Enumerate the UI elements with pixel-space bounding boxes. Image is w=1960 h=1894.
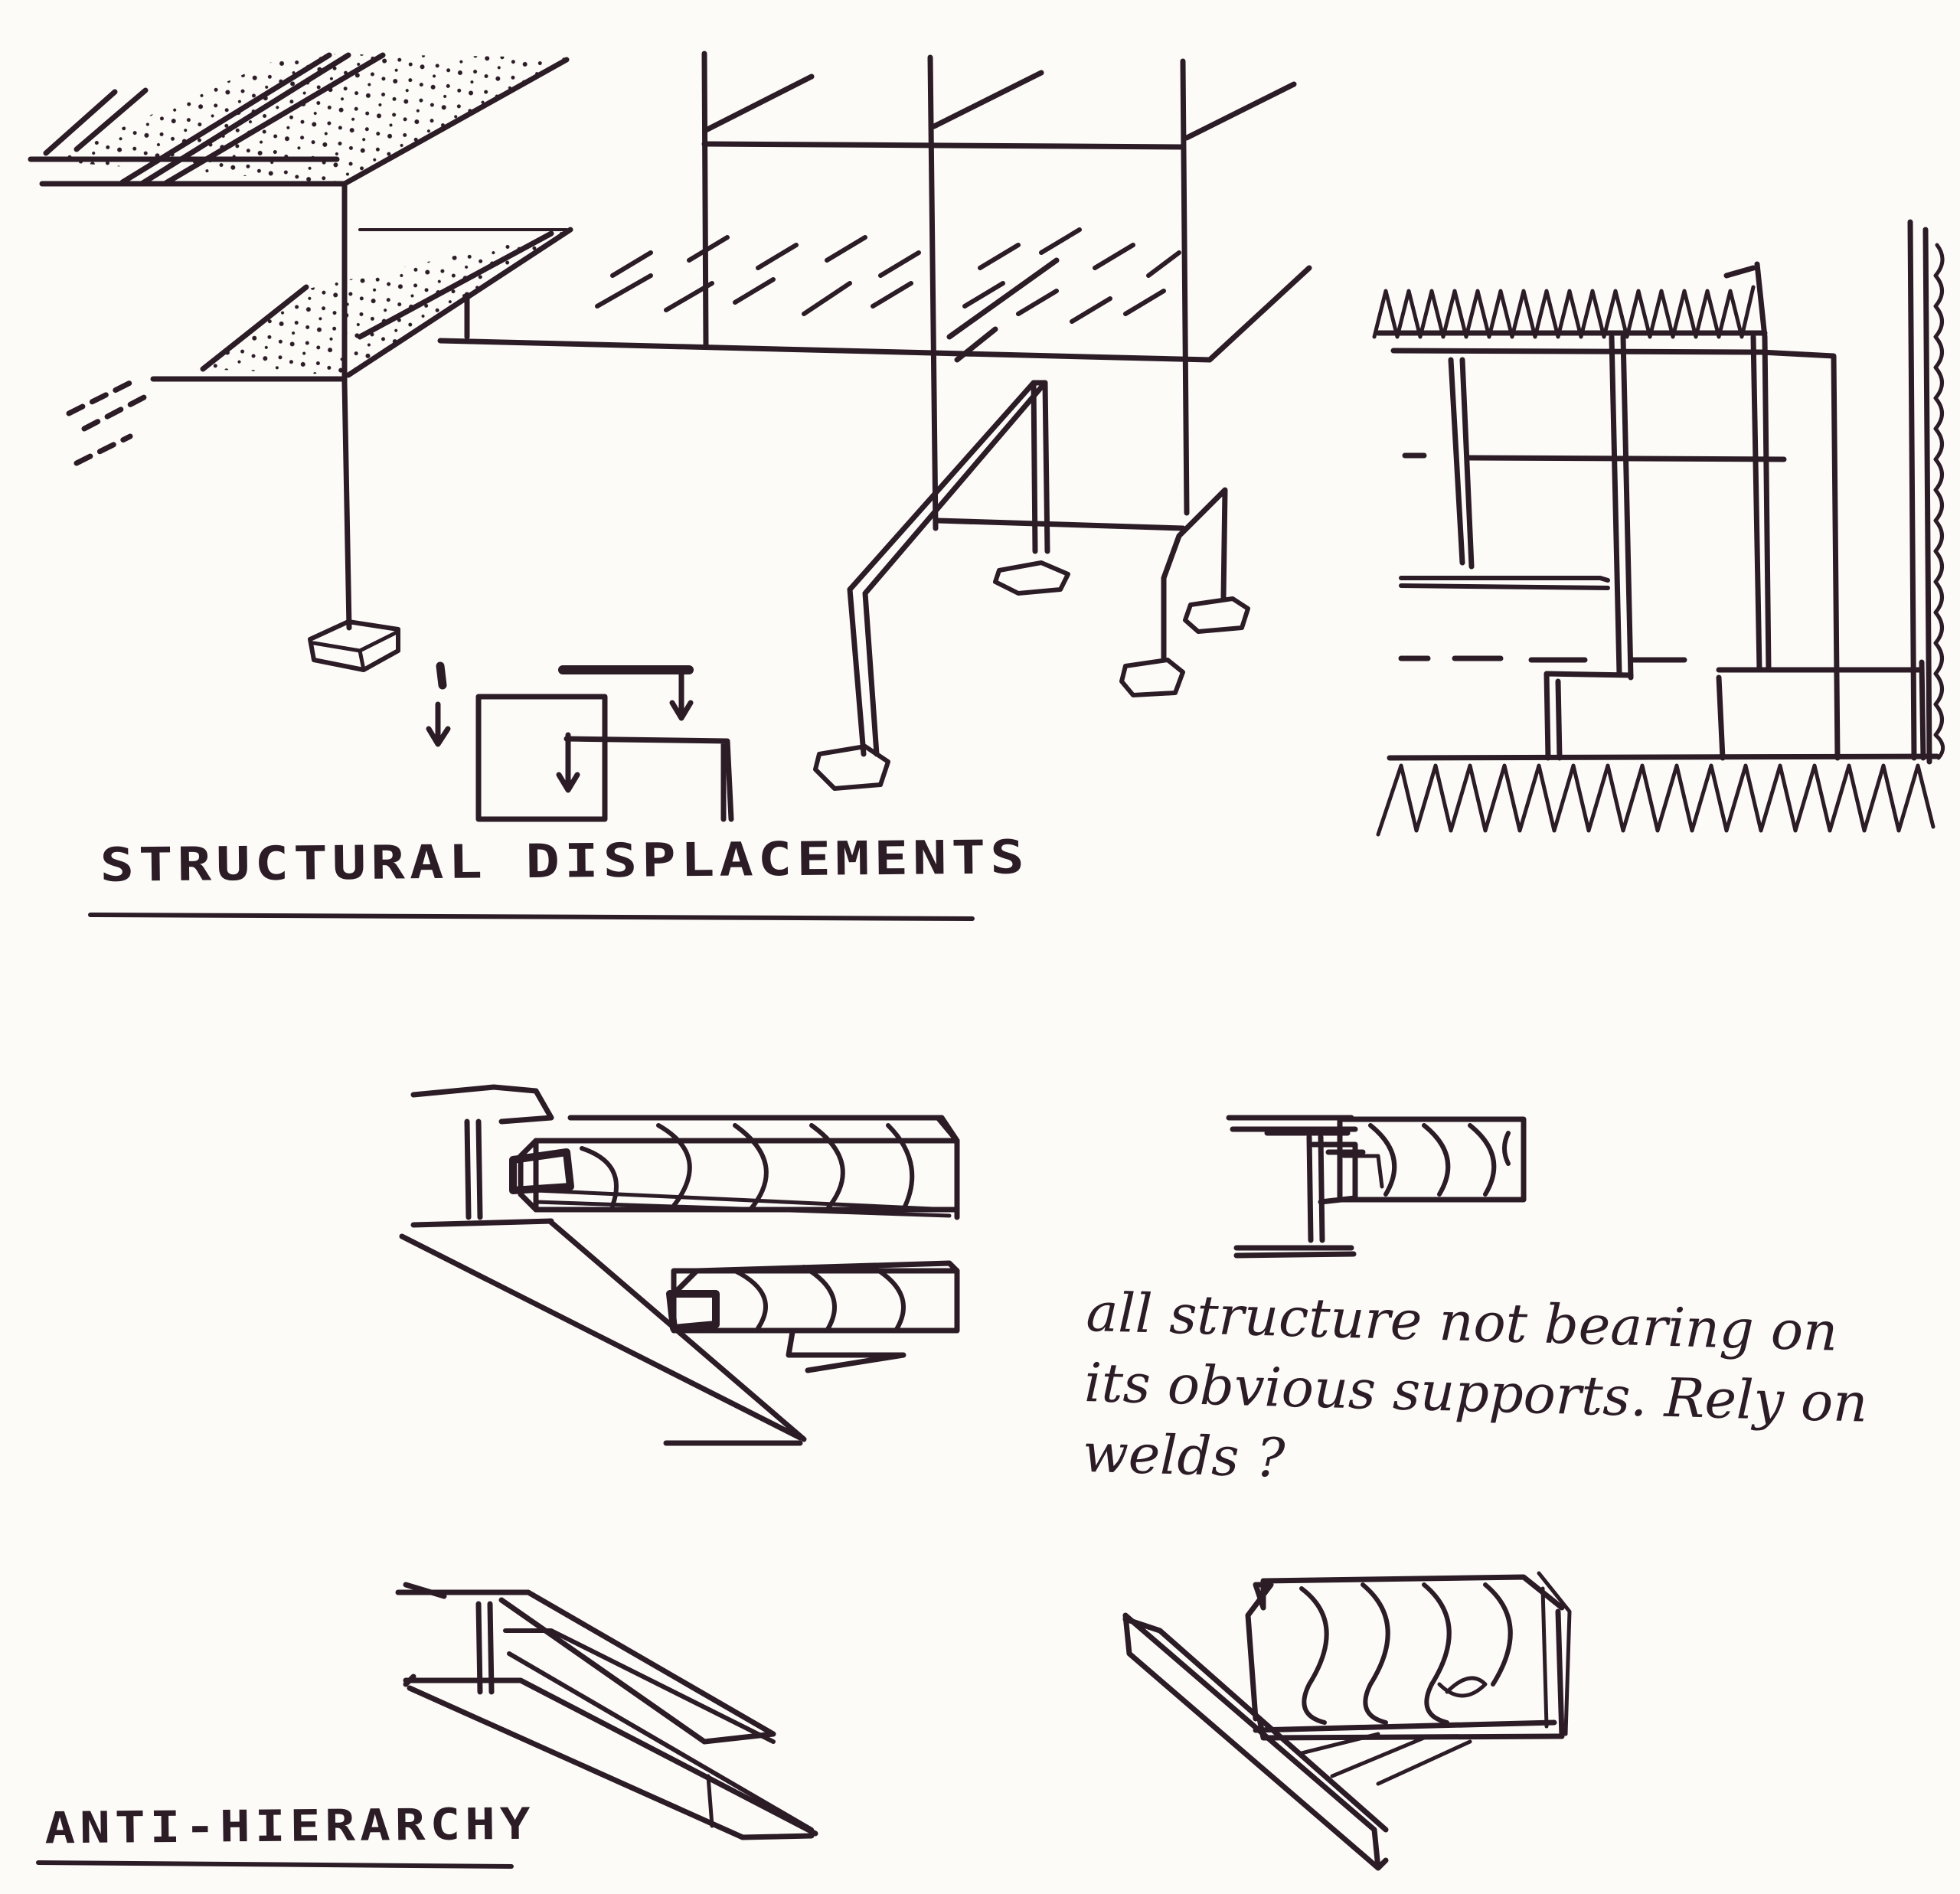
sketch-title-anti-hierarchy: ANTI-HIERARCHY	[44, 1798, 536, 1854]
footing-icon	[1119, 658, 1185, 697]
wall-section-sketch	[1372, 219, 1945, 837]
slab-column-sketch	[28, 52, 573, 672]
footing-icon	[813, 744, 890, 791]
displaced-frame-sketch	[437, 51, 1312, 791]
displacement-arrow-diagram	[426, 661, 734, 822]
down-arrow-icon	[426, 701, 451, 747]
ibeam-plates-sketch	[395, 1582, 818, 1840]
lower-slab-fill	[203, 230, 570, 375]
footing-icon	[308, 619, 400, 672]
sketch-title-structural-displacements: STRUCTURAL DISPLACEMENTS	[100, 830, 1030, 893]
plate-timber-sketch	[1122, 1571, 1572, 1871]
footing-icon	[993, 560, 1070, 596]
down-arrow-icon	[556, 732, 580, 793]
handwritten-note: all structure not bearing on its obvious…	[1081, 1280, 1869, 1490]
down-arrow-icon	[669, 671, 694, 721]
footing-icon	[1183, 596, 1250, 634]
ibeam-timber-sketch-2	[1226, 1115, 1527, 1259]
ibeam-timber-sketch-1	[399, 1084, 960, 1446]
title-underline	[88, 913, 975, 921]
title-underline	[36, 1860, 514, 1869]
